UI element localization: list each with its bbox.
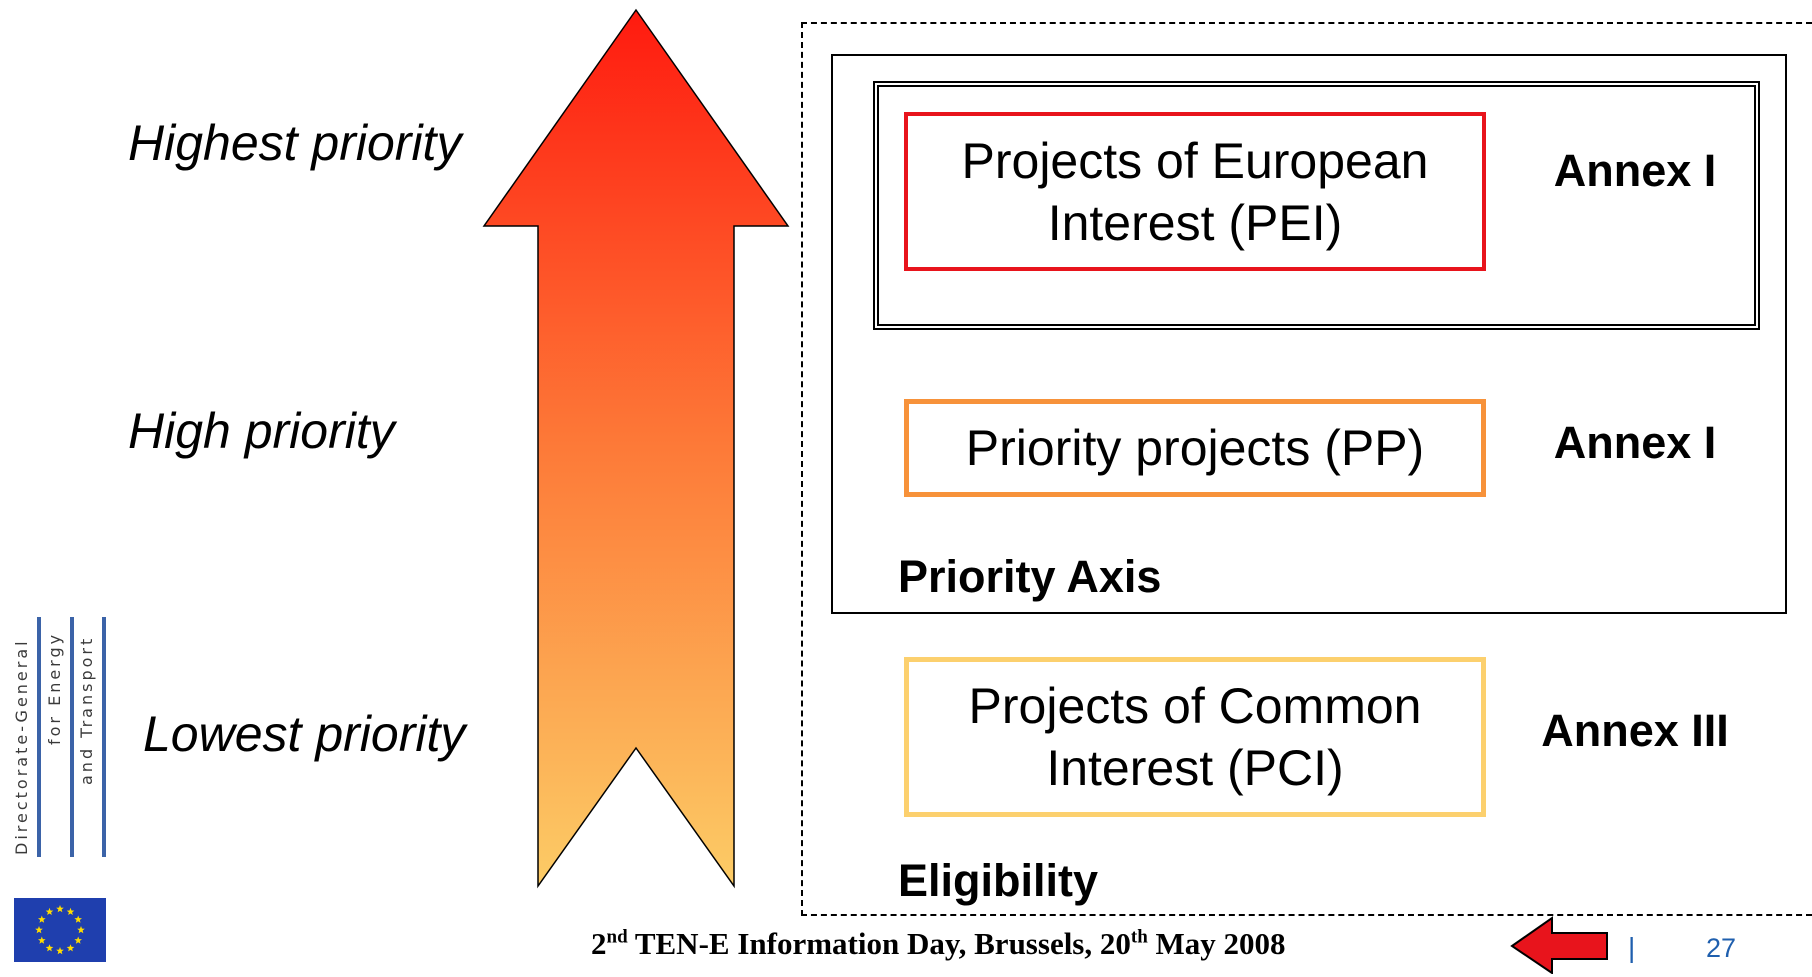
flag-star [45, 944, 54, 952]
flag-star [35, 926, 43, 934]
arrow-left-icon[interactable] [1510, 916, 1610, 974]
flag-star [38, 936, 46, 944]
high-priority-label: High priority [128, 403, 395, 459]
pci-annex-label: Annex III [1541, 705, 1729, 756]
footer-ordinal-number: 2 [591, 926, 607, 961]
pci-title-line1: Projects of Common [968, 678, 1422, 734]
flag-star [56, 947, 64, 955]
pei-title-line2: Interest (PEI) [1047, 194, 1343, 251]
flag-star [45, 907, 54, 916]
eligibility-label: Eligibility [898, 855, 1099, 906]
page-number: 27 [1706, 933, 1737, 963]
flag-star [56, 905, 64, 913]
dg-logo-line2: for Energy [45, 631, 64, 745]
footer-event-text: 2nd TEN-E Information Day, Brussels, 20t… [591, 926, 1286, 962]
flag-star [66, 907, 75, 916]
pp-title: Priority projects (PP) [965, 420, 1425, 476]
footer-date: May 2008 [1147, 926, 1286, 961]
flag-star [66, 944, 75, 952]
pci-title-line2: Interest (PCI) [1046, 740, 1344, 796]
flag-star [77, 926, 85, 934]
dg-logo-line3: and Transport [77, 635, 96, 785]
lowest-priority-label: Lowest priority [143, 706, 466, 762]
priority-arrow [482, 8, 790, 889]
flag-star [38, 915, 46, 923]
pei-title-line1: Projects of European [961, 132, 1429, 189]
dg-logo-bar-1 [37, 617, 41, 857]
priority-axis-frame [831, 54, 1787, 614]
flag-star [74, 915, 82, 923]
pp-annex-label: Annex I [1553, 417, 1717, 468]
footer-separator: | [1628, 932, 1636, 963]
eligibility-frame [801, 22, 1812, 916]
footer-event-name: TEN-E Information Day, Brussels, 20 [627, 926, 1131, 961]
footer-date-suffix: th [1130, 926, 1148, 948]
dg-logo-bar-2 [70, 617, 74, 857]
pei-box: Projects of European Interest (PEI) [904, 112, 1486, 271]
pei-annex-label: Annex I [1553, 145, 1717, 196]
highest-priority-label: Highest priority [128, 115, 462, 171]
eu-flag-icon [14, 898, 106, 962]
priority-axis-label: Priority Axis [898, 551, 1162, 602]
flag-star [74, 936, 82, 944]
pei-double-frame [873, 81, 1760, 330]
pci-box: Projects of Common Interest (PCI) [904, 657, 1486, 817]
pp-box: Priority projects (PP) [904, 399, 1486, 497]
footer-ordinal-suffix: nd [606, 926, 628, 948]
dg-logo-bar-3 [102, 617, 106, 857]
dg-logo-line1: Directorate-General [12, 638, 31, 855]
